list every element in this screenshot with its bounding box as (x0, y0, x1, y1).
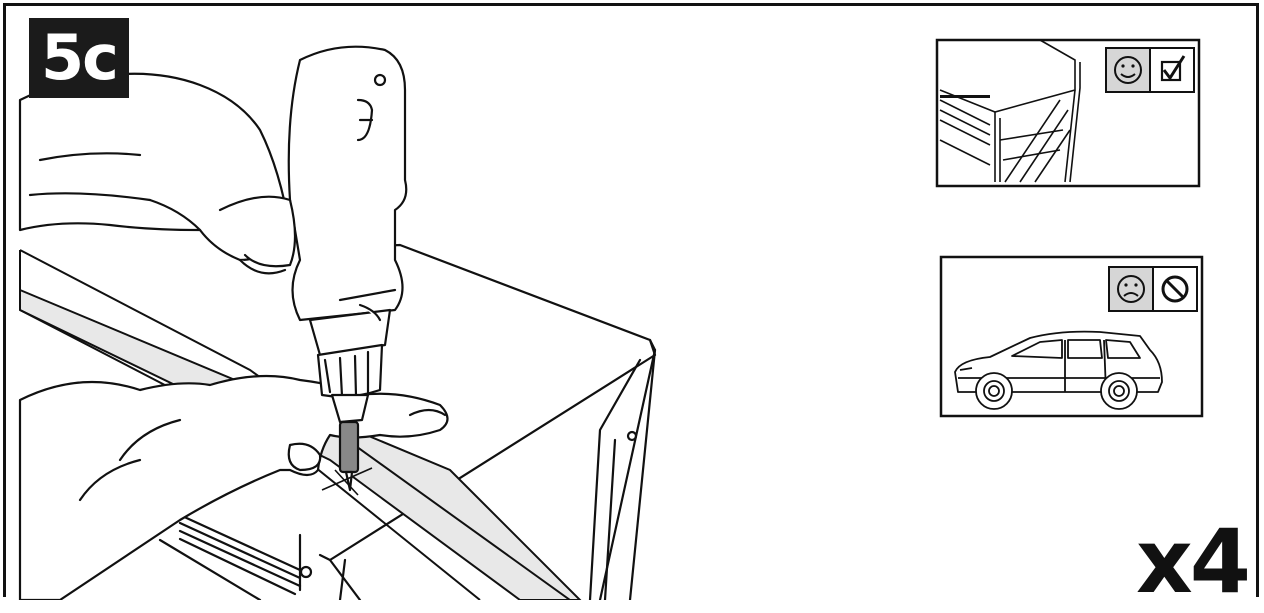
instruction-page: 5c (0, 0, 1264, 600)
car-icon (0, 0, 1264, 600)
quantity-label: x4 (1136, 518, 1248, 606)
